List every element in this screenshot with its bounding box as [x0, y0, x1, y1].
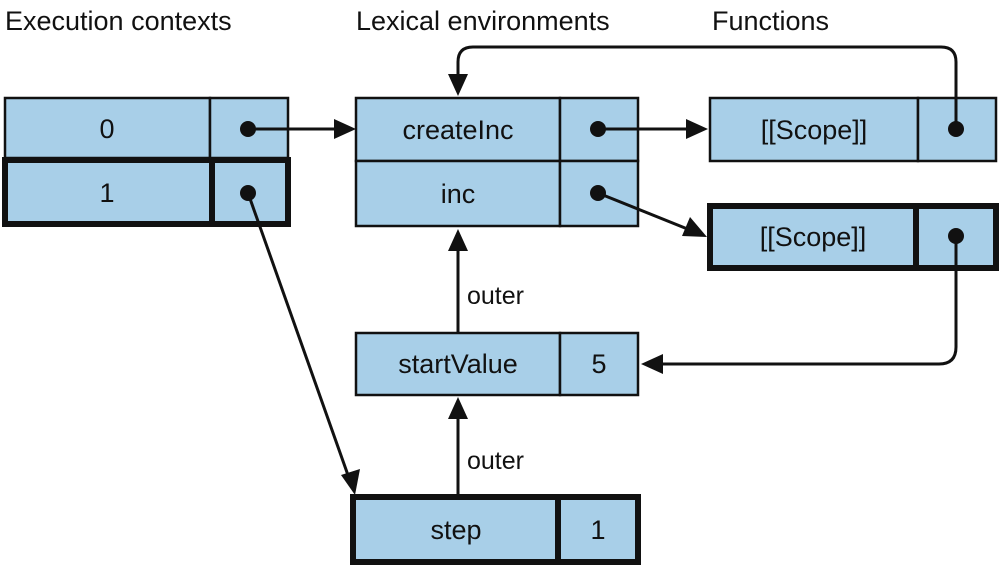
- function-object-inc: [[Scope]]: [707, 203, 999, 271]
- env-row-inc-name-cell: [354, 159, 562, 228]
- ec0-to-global-env-arrow: [240, 119, 356, 139]
- function-createInc-scope-label: [[Scope]]: [761, 115, 868, 145]
- global-lexical-environment: createInc inc: [354, 96, 640, 228]
- env-row-step-name-cell: [350, 494, 561, 565]
- env-row-step-label: step: [430, 515, 481, 545]
- env-row-startValue-label: startValue: [398, 349, 518, 379]
- outer-step-to-startValue-arrow: outer: [448, 397, 524, 494]
- outer-label-lower: outer: [467, 447, 524, 475]
- function-inc-scope-label: [[Scope]]: [760, 222, 867, 252]
- execution-context-0-label: 0: [99, 114, 114, 144]
- inc-scope-to-startValue-env-arrow: [641, 228, 964, 374]
- header-lexical-environments: Lexical environments: [356, 6, 610, 36]
- execution-context-0-label-cell: [3, 96, 212, 160]
- outer-startValue-to-global-arrow: outer: [448, 229, 524, 333]
- ec1-to-step-env-arrow: [240, 185, 360, 495]
- env-row-step-value-cell: [555, 494, 641, 565]
- env-row-createInc-label: createInc: [402, 115, 513, 145]
- outer-label-upper: outer: [467, 282, 524, 310]
- inc-to-function-arrow: [590, 185, 707, 237]
- function-inc-scope-label-cell: [707, 203, 919, 271]
- execution-context-1: 1: [2, 157, 291, 227]
- createInc-lexical-environment: startValue 5: [354, 331, 640, 397]
- createInc-to-function-arrow: [590, 119, 708, 139]
- env-row-step-value: 1: [590, 515, 605, 545]
- function-createInc-scope-label-cell: [708, 96, 920, 163]
- header-execution-contexts: Execution contexts: [5, 6, 232, 36]
- execution-context-1-label: 1: [99, 178, 114, 208]
- createInc-scope-to-global-env-arrow: [448, 45, 964, 137]
- inc-lexical-environment: step 1: [350, 494, 641, 565]
- env-row-startValue-name-cell: [354, 331, 562, 397]
- env-row-startValue-value: 5: [591, 349, 606, 379]
- header-functions: Functions: [712, 6, 829, 36]
- env-row-inc-label: inc: [441, 179, 476, 209]
- env-row-startValue-value-cell: [558, 331, 640, 397]
- execution-context-0: 0: [3, 96, 290, 160]
